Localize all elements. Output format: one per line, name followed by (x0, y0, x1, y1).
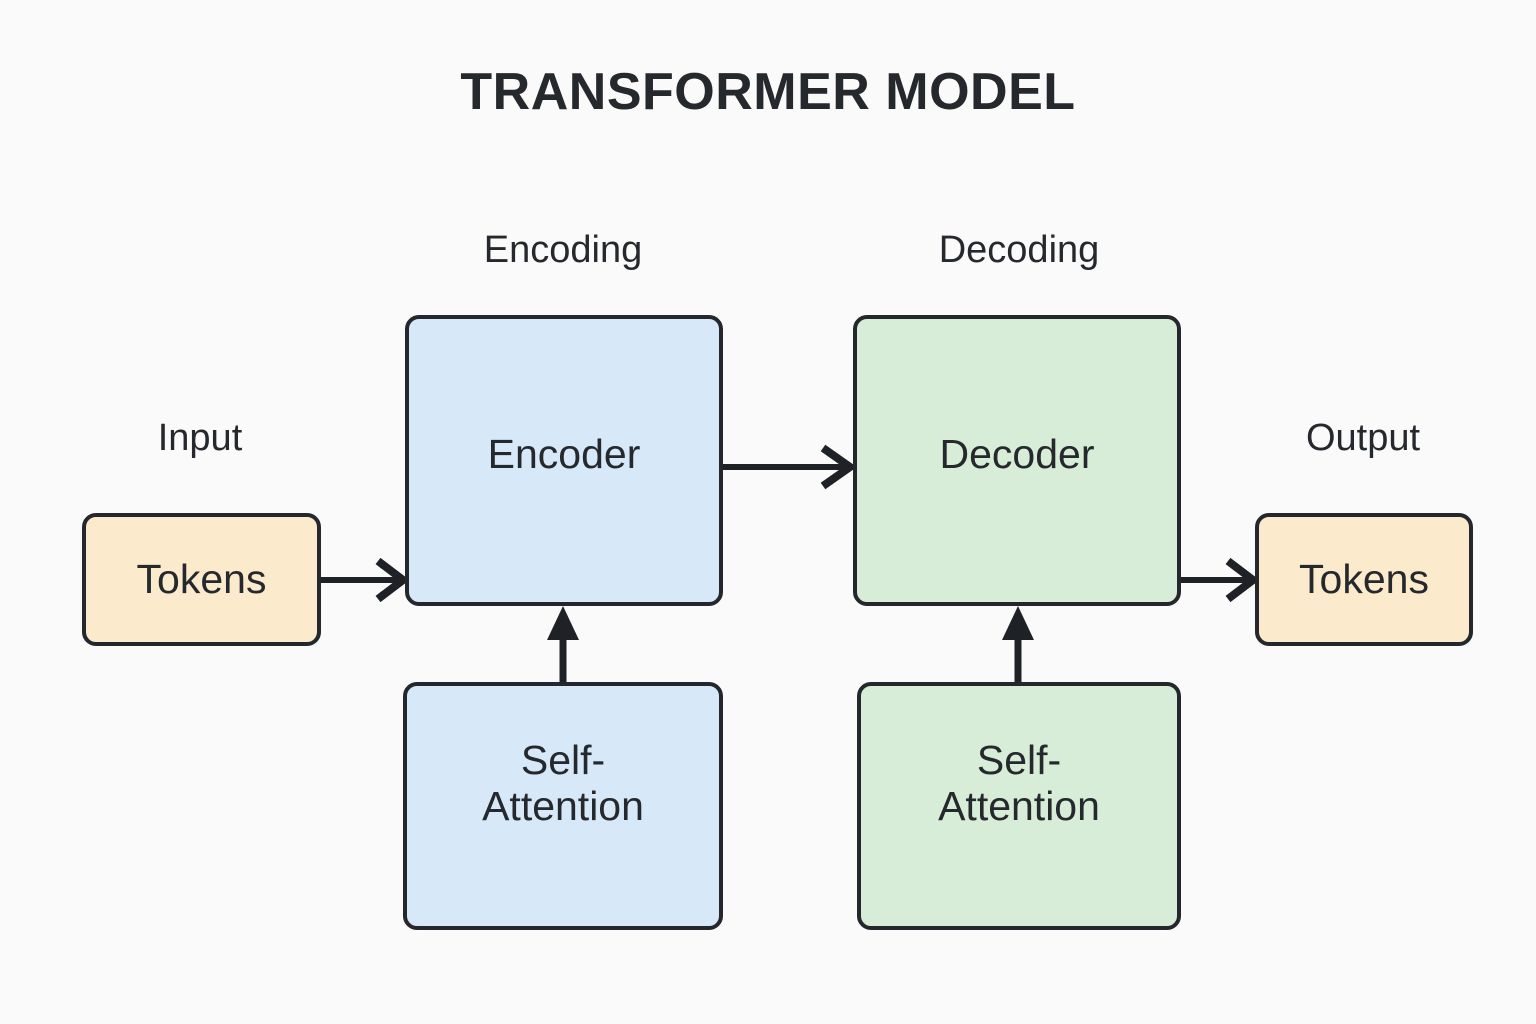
page-title: TRANSFORMER MODEL (460, 63, 1076, 121)
node-decoder-self-attention[interactable]: Self- Attention (857, 682, 1181, 930)
edge-encoder-to-decoder (723, 444, 857, 490)
edge-input-to-encoder (321, 557, 410, 603)
node-output-tokens[interactable]: Tokens (1255, 513, 1473, 646)
decoding-caption: Decoding (938, 229, 1100, 271)
node-encoder[interactable]: Encoder (405, 315, 723, 606)
input-caption: Input (157, 417, 243, 459)
node-decoder-label: Decoder (939, 430, 1095, 477)
node-encoder-self-attention-label: Self- Attention (482, 737, 644, 829)
output-caption: Output (1305, 417, 1421, 459)
node-output-tokens-label: Tokens (1299, 555, 1429, 602)
edge-encoder-selfattn-to-encoder (547, 606, 579, 682)
edge-decoder-selfattn-to-decoder (1002, 606, 1034, 682)
edge-decoder-to-output (1181, 557, 1260, 603)
node-encoder-self-attention[interactable]: Self- Attention (403, 682, 723, 930)
node-input-tokens-label: Tokens (136, 555, 267, 602)
node-encoder-label: Encoder (487, 430, 641, 477)
encoding-caption: Encoding (483, 229, 643, 271)
node-decoder-self-attention-label: Self- Attention (938, 737, 1100, 829)
node-input-tokens[interactable]: Tokens (82, 513, 321, 646)
node-decoder[interactable]: Decoder (853, 315, 1181, 606)
